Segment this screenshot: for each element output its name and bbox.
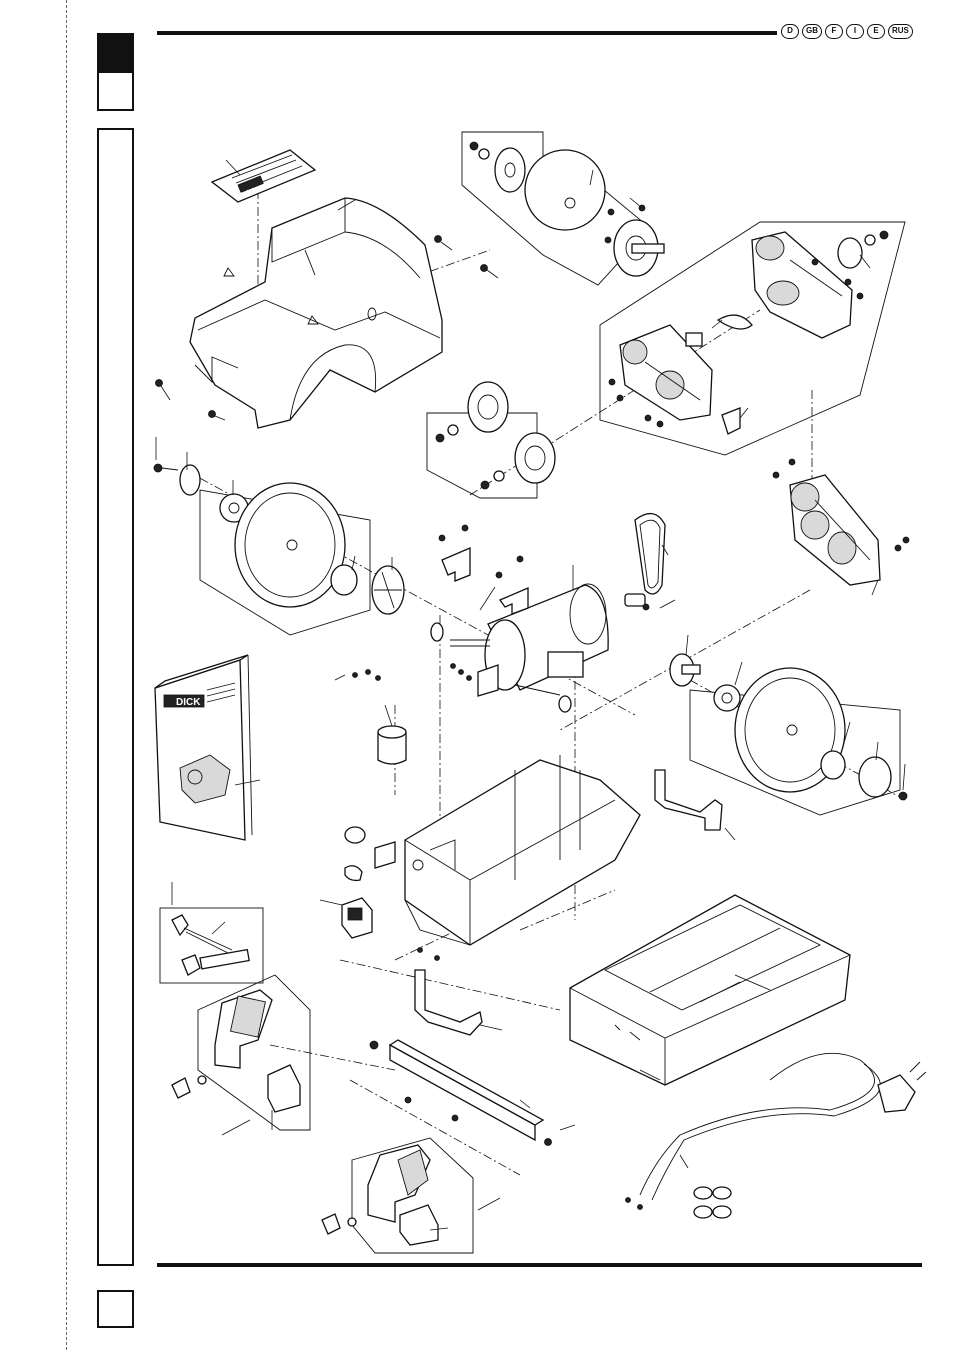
blade-guide-group-2 <box>322 1138 473 1253</box>
exploded-parts-diagram: DICK <box>140 120 930 1260</box>
drive-belt <box>635 514 665 594</box>
motor-brackets <box>439 525 528 614</box>
exploded-view-drawing: DICK <box>140 120 930 1260</box>
operating-manual: DICK <box>155 655 260 840</box>
side-index-bar <box>97 128 134 1266</box>
section-tab-marker <box>97 33 134 73</box>
language-badge-e[interactable]: E <box>867 24 885 39</box>
capacitor <box>353 670 407 765</box>
language-badge-gb[interactable]: GB <box>802 24 822 39</box>
language-badge-i[interactable]: I <box>846 24 864 39</box>
language-badge-f[interactable]: F <box>825 24 843 39</box>
base-frame <box>405 755 640 945</box>
gear-housing-right <box>773 459 909 585</box>
top-grinding-wheel-group <box>462 132 664 285</box>
section-tab <box>97 71 134 111</box>
header-rule <box>157 31 777 35</box>
knob-bolt-group <box>160 908 263 983</box>
right-grinding-wheel-group <box>670 654 907 815</box>
left-grinding-wheel-group <box>154 464 404 635</box>
footer-rule <box>157 1263 922 1267</box>
language-selector: D GB F I E RUS <box>781 24 913 39</box>
honing-disc-group <box>427 382 555 498</box>
label-card: DICK <box>212 150 315 202</box>
housing-cover <box>190 198 442 428</box>
blade-guide-group-1 <box>172 975 310 1130</box>
language-badge-rus[interactable]: RUS <box>888 24 913 39</box>
guide-rail <box>370 1040 552 1146</box>
manual-logo: DICK <box>176 697 201 708</box>
language-badge-d[interactable]: D <box>781 24 799 39</box>
page-tab <box>97 1290 134 1328</box>
cut-line <box>66 0 67 1350</box>
tool-tray <box>570 895 850 1085</box>
motor-pulley <box>625 594 649 610</box>
